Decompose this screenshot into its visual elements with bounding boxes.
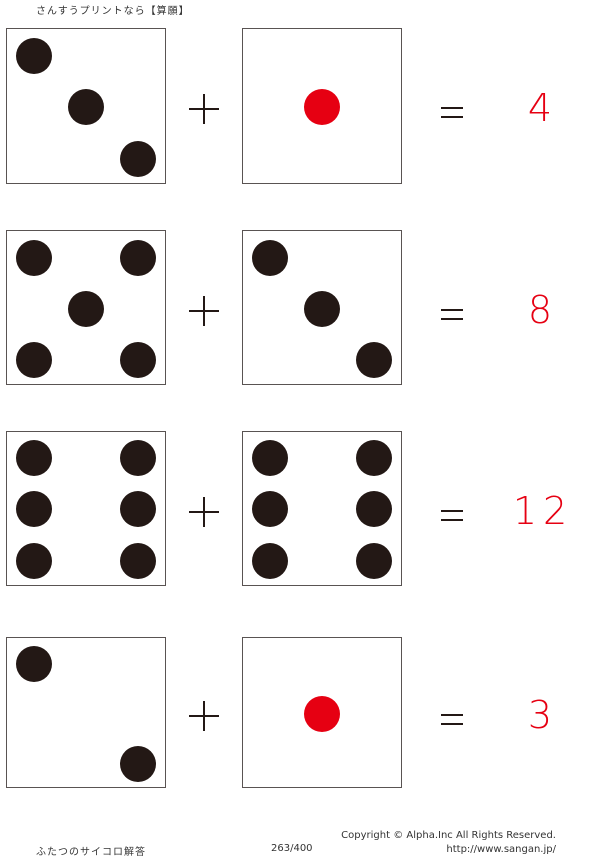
problem-row: 4	[0, 28, 600, 184]
pip-dot-icon	[304, 89, 340, 125]
pip-dot-icon	[304, 291, 340, 327]
pip-dot-icon	[356, 440, 392, 476]
page-number: 263/400	[271, 843, 313, 854]
left-die	[6, 637, 166, 788]
pip-dot-icon	[120, 491, 156, 527]
pip-dot-icon	[120, 342, 156, 378]
worksheet-title: ふたつのサイコロ解答	[36, 847, 146, 858]
pip-dot-icon	[16, 38, 52, 74]
left-die	[6, 230, 166, 385]
plus-icon	[189, 295, 219, 326]
left-die	[6, 28, 166, 184]
copyright-block: Copyright © Alpha.Inc All Rights Reserve…	[341, 829, 556, 857]
pip-dot-icon	[120, 543, 156, 579]
pip-dot-icon	[16, 240, 52, 276]
pip-dot-icon	[356, 491, 392, 527]
problem-row: 12	[0, 431, 600, 586]
pip-dot-icon	[16, 440, 52, 476]
pip-dot-icon	[252, 491, 288, 527]
pip-dot-icon	[16, 491, 52, 527]
problem-row: 8	[0, 230, 600, 385]
plus-icon	[189, 700, 219, 731]
answer-value: 8	[527, 287, 559, 332]
equals-icon	[441, 107, 463, 118]
pip-dot-icon	[120, 440, 156, 476]
copyright-text: Copyright © Alpha.Inc All Rights Reserve…	[341, 830, 556, 841]
right-die	[242, 431, 402, 586]
answer-value: 3	[527, 692, 559, 737]
pip-dot-icon	[68, 291, 104, 327]
left-die	[6, 431, 166, 586]
equals-icon	[441, 713, 463, 725]
pip-dot-icon	[252, 240, 288, 276]
right-die	[242, 637, 402, 788]
pip-dot-icon	[356, 342, 392, 378]
pip-dot-icon	[252, 543, 288, 579]
site-header: さんすうプリントなら【算願】	[36, 6, 190, 17]
right-die	[242, 230, 402, 385]
right-die	[242, 28, 402, 184]
answer-value: 4	[527, 86, 559, 130]
problem-row: 3	[0, 637, 600, 788]
pip-dot-icon	[16, 543, 52, 579]
pip-dot-icon	[304, 696, 340, 732]
pip-dot-icon	[68, 89, 104, 125]
plus-icon	[189, 94, 219, 124]
equals-icon	[441, 308, 463, 320]
pip-dot-icon	[120, 141, 156, 177]
equals-icon	[441, 509, 463, 521]
pip-dot-icon	[16, 342, 52, 378]
site-url: http://www.sangan.jp/	[446, 844, 556, 855]
pip-dot-icon	[356, 543, 392, 579]
pip-dot-icon	[252, 440, 288, 476]
pip-dot-icon	[16, 646, 52, 682]
plus-icon	[189, 496, 219, 527]
pip-dot-icon	[120, 240, 156, 276]
answer-value: 12	[512, 488, 574, 533]
pip-dot-icon	[120, 746, 156, 782]
